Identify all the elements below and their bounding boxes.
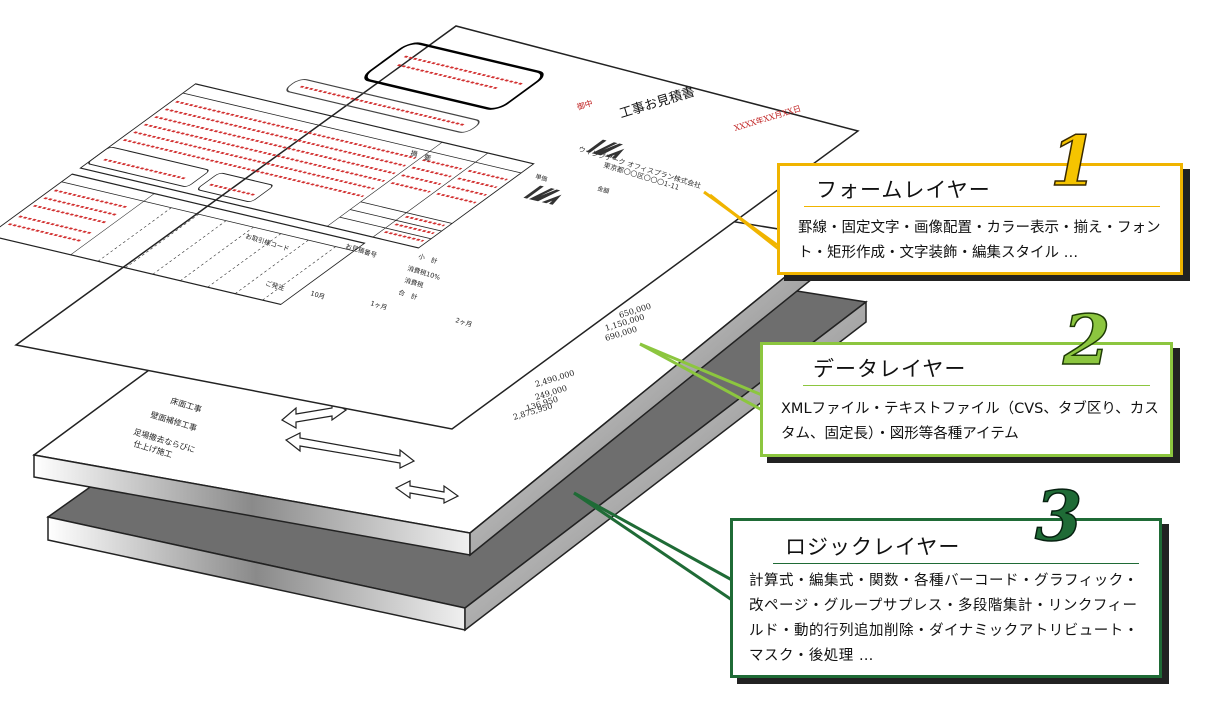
callout-title: フォームレイヤー [816, 178, 991, 202]
callout-form-layer: フォームレイヤー 罫線・固定文字・画像配置・カラー表示・揃え・フォント・矩形作成… [777, 127, 1183, 275]
callout-title: データレイヤー [813, 357, 967, 381]
column-amount: 金額 [596, 184, 610, 195]
callout-divider [773, 563, 1139, 564]
flow-arrow [394, 480, 460, 504]
callout-title: ロジックレイヤー [785, 535, 961, 559]
flow-arrow [280, 400, 348, 430]
callout-divider [804, 206, 1160, 207]
callout-number: 2 [1062, 301, 1111, 381]
address-placeholder [396, 55, 525, 90]
estimate-table [79, 83, 535, 249]
callout-description: 計算式・編集式・関数・各種バーコード・グラフィック・改ページ・グループサプレス・… [749, 573, 1139, 664]
schedule-grid [0, 173, 366, 306]
flow-arrow [284, 432, 416, 469]
callout-divider [803, 385, 1150, 386]
address-box [364, 42, 544, 110]
honorific: 御中 [576, 98, 594, 112]
company-logo [523, 139, 625, 205]
callout-3-leader [573, 491, 733, 602]
callout-logic-layer: ロジックレイヤー 計算式・編集式・関数・各種バーコード・グラフィック・改ページ・… [730, 482, 1162, 678]
callout-description: XMLファイル・テキストファイル（CVS、タブ区り、カスタム、固定長）・図形等各… [781, 401, 1159, 442]
callout-2-leader [639, 342, 763, 412]
month-label: 10月 [309, 289, 325, 301]
form-layer-sheet: 工事お見積書 XXXX年XX月XX日 御中 ウイングアーク オフィスプラン株式会… [0, 25, 860, 430]
callout-number: 1 [1049, 122, 1098, 202]
callout-number: 3 [1034, 477, 1083, 557]
callout-data-layer: データレイヤー XMLファイル・テキストファイル（CVS、タブ区り、カスタム、固… [760, 306, 1173, 457]
column-unit-price: 単価 [534, 172, 548, 183]
callout-description: 罫線・固定文字・画像配置・カラー表示・揃え・フォント・矩形作成・文字装飾・編集ス… [798, 220, 1161, 261]
